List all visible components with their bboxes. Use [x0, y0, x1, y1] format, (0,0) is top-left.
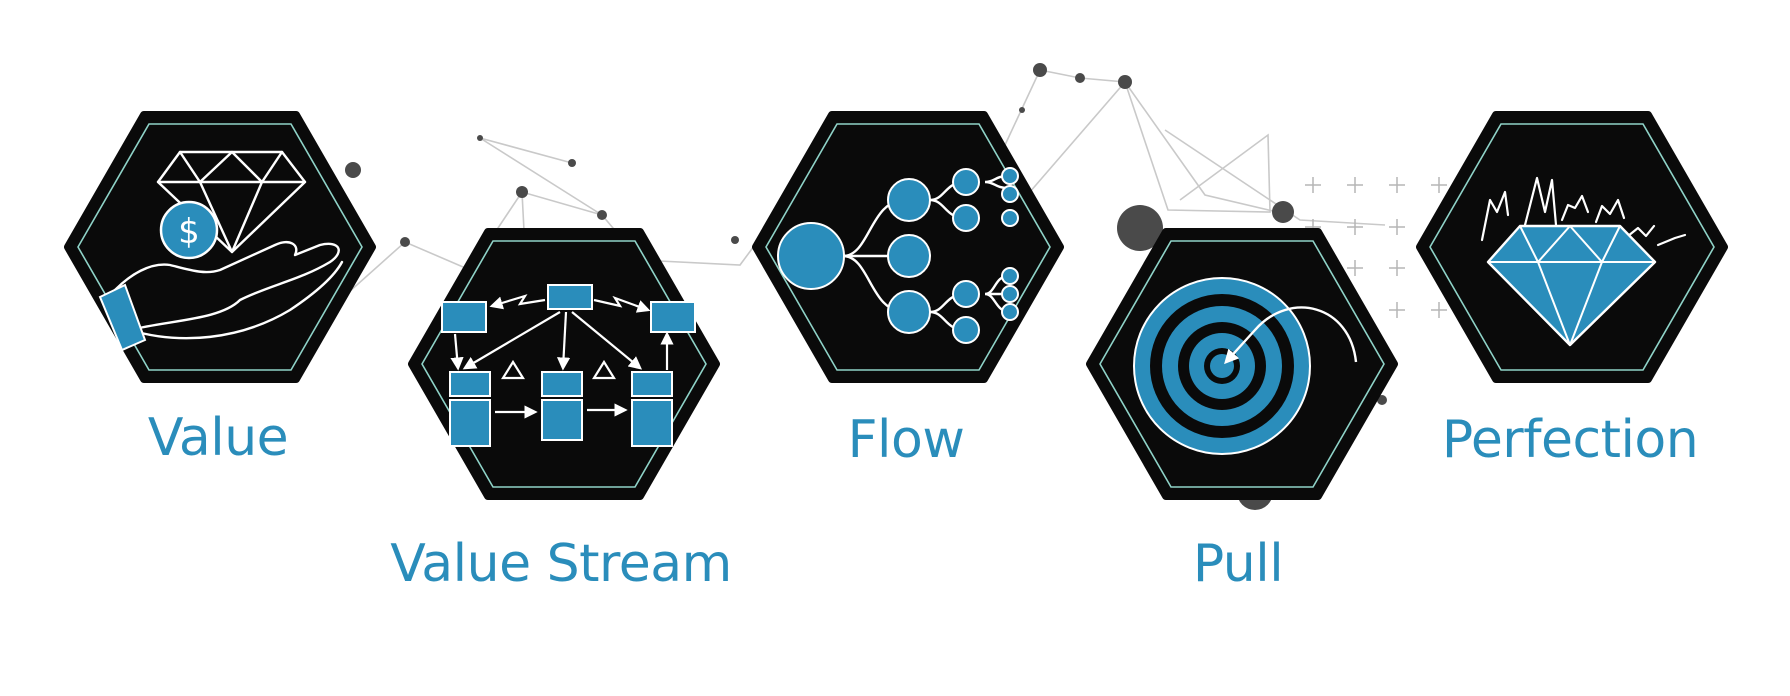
- branching-flow-icon: [777, 167, 1019, 344]
- dollar-sign-icon: $: [178, 212, 200, 252]
- value-hexagon: $: [64, 111, 376, 383]
- perfection-hexagon: [1416, 111, 1728, 383]
- perfection-label: Perfection: [1441, 410, 1699, 470]
- target-arrow-icon: [1133, 277, 1358, 455]
- coin-icon: $: [159, 200, 219, 260]
- cuff-icon: [98, 283, 147, 352]
- sparkle-lines: [1480, 176, 1687, 247]
- flow-hexagon: [752, 111, 1064, 383]
- pull-hexagon: [1086, 228, 1398, 500]
- value-stream-map-icon: [441, 284, 696, 447]
- value-stream-hexagon: [408, 228, 720, 500]
- hand-holding-diamond-icon: [113, 150, 344, 340]
- sparkling-diamond-icon: [1480, 176, 1687, 347]
- value-label: Value: [147, 408, 289, 468]
- value-stream-label: Value Stream: [390, 534, 732, 594]
- pull-label: Pull: [1192, 534, 1284, 594]
- flow-label: Flow: [847, 410, 965, 470]
